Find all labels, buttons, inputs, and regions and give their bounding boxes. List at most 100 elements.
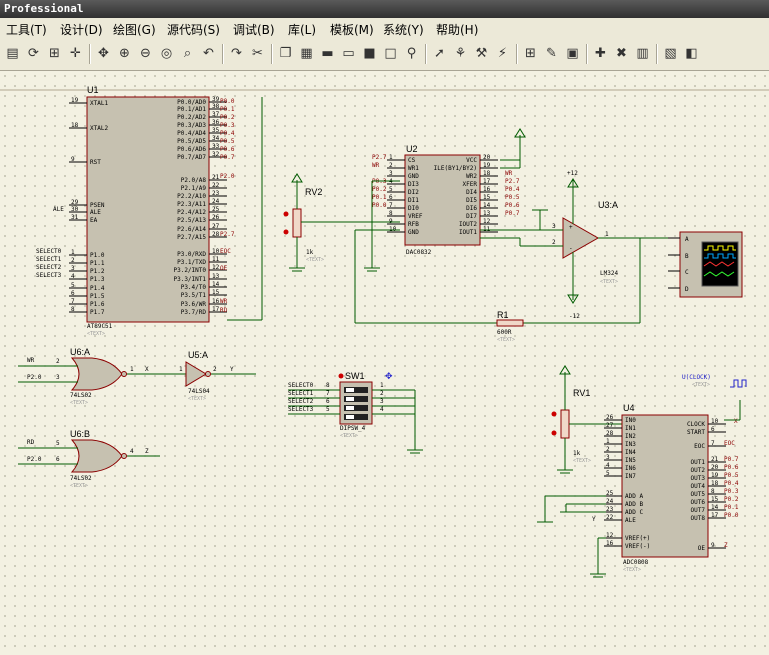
rv2-potentiometer[interactable]: RV2 1k <TEXT> xyxy=(283,173,401,272)
u2-pin-name: WR1 xyxy=(408,165,419,172)
u1-pin-name: P3.3/INT1 xyxy=(173,276,206,283)
netlist-icon[interactable]: ▧ xyxy=(664,46,677,61)
menu-design[interactable]: 设计(D) xyxy=(60,23,103,37)
u4-text: <TEXT> xyxy=(623,567,641,573)
undo-icon[interactable]: ↶ xyxy=(203,46,214,61)
u1-pin-15: 15 xyxy=(212,289,220,296)
cut-icon[interactable]: ✂ xyxy=(252,46,263,61)
u2-net-label: WR xyxy=(372,162,380,169)
property-tool-icon[interactable]: ✎ xyxy=(546,46,557,61)
sw1-pin1: 1 xyxy=(380,382,384,389)
oscilloscope[interactable]: A B C D xyxy=(668,231,743,298)
u1-pin-name: RST xyxy=(90,159,101,166)
block-move-icon[interactable]: ▭ xyxy=(342,46,355,61)
packaging-icon[interactable]: ⚘ xyxy=(454,46,467,61)
file-icon[interactable]: ▤ xyxy=(6,46,19,61)
paste-icon[interactable]: ▦ xyxy=(300,46,313,61)
menu-help[interactable]: 帮助(H) xyxy=(436,23,479,37)
grid-icon[interactable]: ⊞ xyxy=(49,46,60,61)
zoom-out-icon[interactable]: ⊖ xyxy=(140,46,151,61)
u5a-text: <TEXT> xyxy=(188,396,206,402)
menu-source[interactable]: 源代码(S) xyxy=(167,23,220,37)
sw1-toggle-button[interactable] xyxy=(338,373,344,379)
u6b-in1: RD xyxy=(27,439,35,446)
u2-pin-name: DI3 xyxy=(408,181,419,188)
search-icon[interactable]: ⊞ xyxy=(525,46,536,61)
block-rotate-icon[interactable]: ■ xyxy=(363,46,376,61)
u1-net-select2: SELECT2 xyxy=(36,264,62,271)
redo-icon[interactable]: ↷ xyxy=(231,46,242,61)
u2-pin-name: IOUT1 xyxy=(459,229,477,236)
menu-template[interactable]: 模板(M) xyxy=(330,23,374,37)
menu-library[interactable]: 库(L) xyxy=(288,23,317,37)
u4-pin-name: ADD C xyxy=(625,509,643,516)
u4-pin-21: 21 xyxy=(711,456,719,463)
u2-pin-name: ILE(BY1/BY2) xyxy=(434,165,477,172)
u2-pin-14: 14 xyxy=(483,202,491,209)
decompose-icon[interactable]: ⚒ xyxy=(475,46,488,61)
u3-opamp[interactable]: U3:A LM324 <TEXT> +12 -12 + - 3 2 1 xyxy=(354,170,680,324)
u3-pin3: 3 xyxy=(552,223,556,230)
zoom-all-icon[interactable]: ◎ xyxy=(160,46,173,61)
ares-icon[interactable]: ◧ xyxy=(685,46,698,61)
u6b-ref: U6:B xyxy=(70,429,90,439)
pick-device-icon[interactable]: ⚲ xyxy=(406,46,417,61)
u4-pin-name: IN6 xyxy=(625,465,636,472)
u6a-nor-gate[interactable]: U6:A WR P2.0 2 3 1 X 74LS02 <TEXT> xyxy=(18,347,186,406)
make-device-icon[interactable]: ➚ xyxy=(434,46,445,61)
u2-pin-name: IOUT2 xyxy=(459,221,477,228)
u4-pin-22: 22 xyxy=(606,514,614,521)
zoom-in-icon[interactable]: ⊕ xyxy=(119,46,130,61)
menu-graph[interactable]: 绘图(G) xyxy=(113,23,156,37)
u6b-nor-gate[interactable]: U6:B RD P2.0 5 6 4 Z 74LS02 <TEXT> xyxy=(18,429,160,489)
remove-sheet-icon[interactable]: ✖ xyxy=(616,46,627,61)
menu-tools[interactable]: 工具(T) xyxy=(6,23,47,37)
u1-pin-name: P3.6/WR xyxy=(181,301,207,308)
block-copy-icon[interactable]: ▬ xyxy=(321,46,334,61)
menu-debug[interactable]: 调试(B) xyxy=(233,23,275,37)
menu-system[interactable]: 系统(Y) xyxy=(383,23,424,37)
bom-icon[interactable]: ▥ xyxy=(636,46,649,61)
u1-pin-23: 23 xyxy=(212,190,220,197)
u2-net-label: P0.5 xyxy=(505,194,520,201)
clock-source-icon[interactable] xyxy=(730,379,747,388)
rv2-up-button[interactable] xyxy=(283,211,289,217)
u6b-body xyxy=(70,439,123,473)
rv1-down-button[interactable] xyxy=(551,430,557,436)
copy-icon[interactable]: ❐ xyxy=(279,46,292,61)
u1-pin-35: 35 xyxy=(212,127,220,134)
sw1-move-icon[interactable]: ✥ xyxy=(385,372,393,382)
rv2-body xyxy=(292,208,302,238)
new-sheet-icon[interactable]: ✚ xyxy=(595,46,606,61)
wire-autorouter-icon[interactable]: ⚡ xyxy=(497,46,508,61)
u5a-inverter[interactable]: U5:A 1 2 Y 74LS04 <TEXT> xyxy=(179,350,256,402)
rv1-potentiometer[interactable]: RV1 1k <TEXT> xyxy=(551,365,623,474)
u4-pin-8: 8 xyxy=(711,488,715,495)
u6a-text: <TEXT> xyxy=(70,400,88,406)
refresh-icon[interactable]: ⟳ xyxy=(28,46,39,61)
pan-icon[interactable]: ✥ xyxy=(98,46,109,61)
toolbar: ▤ ⟳ ⊞ ✛ ✥ ⊕ ⊖ ◎ ⌕ ↶ ↷ ✂ ❐ ▦ ▬ ▭ ■ □ ⚲ ➚ ⚘ ⚒ ⚡ ⊞ ✎ ▣ ✚ ✖ ▥ ▧ ◧ xyxy=(0,38,769,71)
zoom-area-icon[interactable]: ⌕ xyxy=(183,46,192,61)
design-explorer-icon[interactable]: ▣ xyxy=(566,46,579,61)
sw1-dip-switch[interactable]: SW1 ✥ SELECT0 SELECT1 SELECT2 SELECT3 8 … xyxy=(288,371,423,454)
sw1-pin2: 2 xyxy=(380,390,384,397)
u1-net-select1: SELECT1 xyxy=(36,256,62,263)
scope-channel-a: A xyxy=(685,236,689,243)
rv2-down-button[interactable] xyxy=(283,229,289,235)
origin-icon[interactable]: ✛ xyxy=(70,46,81,61)
u1-pin-name: P1.6 xyxy=(90,301,105,308)
u1-pin-name: P3.0/RXD xyxy=(177,251,206,258)
u4-net-y: Y xyxy=(592,516,596,523)
block-delete-icon[interactable]: □ xyxy=(384,46,397,61)
u2-pin-name: CS xyxy=(408,157,416,164)
u1-pin-6: 6 xyxy=(71,290,75,297)
u4-pin-name: OE xyxy=(698,545,706,552)
r1-resistor[interactable]: R1 600R <TEXT> xyxy=(496,310,524,343)
rv1-up-button[interactable] xyxy=(551,411,557,417)
u4-part: ADC0808 xyxy=(623,559,649,566)
